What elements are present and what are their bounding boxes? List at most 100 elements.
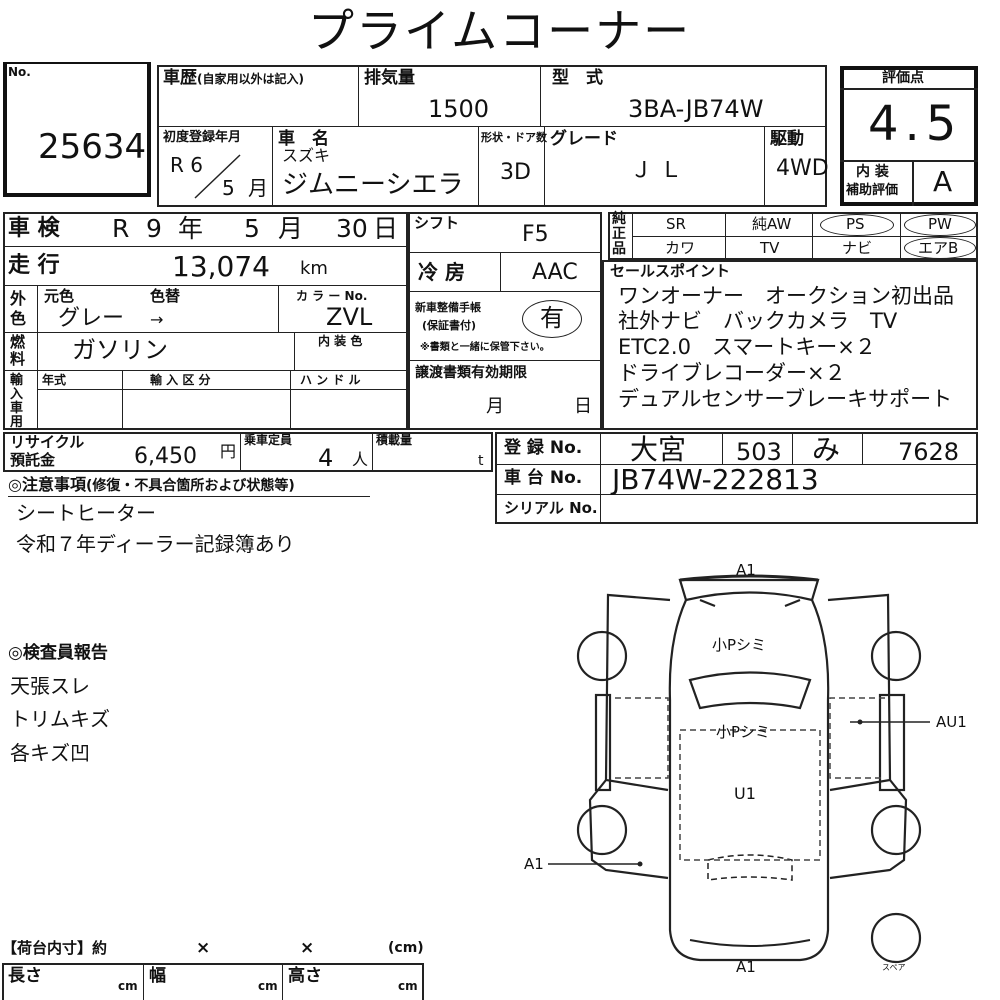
model-value: 3BA-JB74W (628, 95, 764, 123)
displacement-value: 1500 (428, 95, 490, 123)
recycle-label-1: リサイクル (10, 433, 85, 451)
cargo-height-label: 高さ (288, 966, 322, 986)
doors-label: 形状・ドア数 (481, 131, 547, 144)
ac-label: 冷 房 (418, 260, 465, 284)
displacement-label: 排気量 (364, 68, 415, 88)
interior-label-1: 内 装 (856, 164, 889, 180)
car-maker: スズキ (282, 146, 331, 165)
import-year-label: 年式 (42, 373, 67, 387)
equip-airbag-circle (904, 237, 976, 259)
color-code-label: カ ラ ー No. (296, 289, 368, 303)
first-reg-month-unit: 月 (248, 176, 268, 200)
sales-points-box (602, 260, 978, 430)
sales-point-2: 社外ナビ バックカメラ TV (618, 309, 898, 333)
doors-value: 3D (500, 160, 531, 185)
note-line-1: シートヒーター (16, 501, 156, 525)
cargo-width-label: 幅 (149, 966, 166, 986)
registration-kana: み (812, 433, 841, 466)
inspection-month-unit: 月 (278, 214, 304, 243)
transfer-label: 譲渡書類有効期限 (415, 365, 527, 381)
cargo-width-unit: cm (258, 979, 278, 993)
vehicle-info-grid (157, 65, 827, 207)
sales-point-5: デュアルセンサーブレーキサポート (618, 387, 953, 411)
notes-label: ◎注意事項(修復・不具合箇所および状態等) (8, 475, 295, 494)
left-info-grid (3, 212, 408, 430)
cargo-x2: × (300, 938, 315, 958)
warranty-value: 有 (540, 304, 564, 332)
capacity-unit: 人 (352, 450, 369, 469)
first-reg-label: 初度登録年月 (163, 130, 242, 145)
transfer-month-unit: 月 (486, 396, 504, 417)
sales-point-3: ETC2.0 スマートキー×２ (618, 335, 876, 359)
color-changed-label: 色替 (150, 287, 181, 305)
color-original-label: 元色 (44, 287, 75, 305)
recycle-unit: 円 (220, 442, 237, 461)
inspector-line-3: 各キズ凹 (10, 741, 90, 765)
warranty-note: ※書類と一緒に保管下さい。 (420, 342, 550, 353)
interior-score: A (933, 165, 953, 198)
ac-value: AAC (532, 260, 578, 285)
grade-value: ＪＬ (630, 158, 691, 183)
cargo-length-label: 長さ (8, 966, 42, 986)
warranty-label-2: (保証書付) (422, 319, 477, 332)
lot-box (3, 62, 151, 197)
cargo-height-unit: cm (398, 979, 418, 993)
registration-number: 7628 (898, 438, 960, 466)
diagram-body-label: U1 (734, 784, 756, 803)
score-label: 評価点 (882, 70, 924, 86)
registration-box (495, 432, 978, 524)
lot-label: No. (8, 65, 31, 79)
cargo-unit: (cm) (388, 940, 424, 956)
note-line-2: 令和７年ディーラー記録簿あり (16, 532, 295, 556)
equip-pw-circle (904, 214, 976, 236)
car-name: ジムニーシエラ (282, 170, 464, 200)
color-changed: → (150, 310, 164, 329)
equip-navi: ナビ (842, 239, 873, 257)
registration-office: 大宮 (630, 433, 687, 466)
chassis-label: 車 台 No. (504, 468, 583, 488)
inspector-line-1: 天張スレ (10, 674, 90, 698)
import-type-label: 輸 入 区 分 (150, 373, 211, 387)
diagram-bottom-label: A1 (736, 958, 756, 976)
color-original: グレー (58, 306, 125, 331)
lot-number: 25634 (38, 127, 147, 167)
cargo-label: 【荷台内寸】約 (2, 939, 108, 957)
car-name-label: 車 名 (278, 129, 329, 149)
page-title: プライムコーナー (308, 4, 692, 58)
drive-label: 駆動 (770, 129, 804, 149)
transfer-day-unit: 日 (574, 396, 592, 417)
mileage-unit: km (300, 258, 328, 279)
history-label: 車歴(自家用以外は記入) (163, 68, 304, 88)
sales-point-4: ドライブレコーダー×２ (618, 361, 846, 385)
inspector-label: ◎検査員報告 (8, 643, 108, 663)
cargo-x1: × (196, 938, 211, 958)
grade-label: グレード (550, 129, 618, 149)
recycle-box (3, 432, 493, 472)
registration-class: 503 (736, 438, 782, 466)
drive-value: 4WD (776, 156, 829, 181)
first-reg-year: R 6 (170, 153, 203, 177)
diagram-roof-label: 小Pシミ (716, 723, 771, 741)
inspection-day: 30 (336, 214, 368, 243)
sales-point-1: ワンオーナー オークション初出品 (618, 284, 954, 308)
sales-points-label: セールスポイント (610, 262, 731, 280)
capacity-value: 4 (318, 444, 334, 472)
score-value: 4.5 (868, 96, 963, 152)
serial-label: シリアル No. (504, 499, 598, 517)
equip-alloy-wheel: 純AW (752, 215, 792, 233)
inspection-year: 9 (146, 214, 162, 243)
inspection-month: 5 (244, 214, 260, 243)
load-unit: t (478, 453, 484, 469)
diagram-spare-label: スペア (882, 963, 906, 972)
recycle-label-2: 預託金 (10, 451, 56, 469)
shift-label: シフト (414, 214, 460, 232)
color-code: ZVL (326, 303, 373, 331)
import-handle-label: ハ ン ド ル (300, 373, 361, 387)
capacity-label: 乗車定員 (244, 433, 293, 447)
interior-label-2: 補助評価 (846, 183, 899, 198)
diagram-hood-label: 小Pシミ (712, 636, 767, 654)
score-box (840, 66, 978, 206)
mileage-value: 13,074 (172, 250, 270, 283)
warranty-circle (522, 300, 582, 338)
middle-info-grid (408, 212, 602, 430)
